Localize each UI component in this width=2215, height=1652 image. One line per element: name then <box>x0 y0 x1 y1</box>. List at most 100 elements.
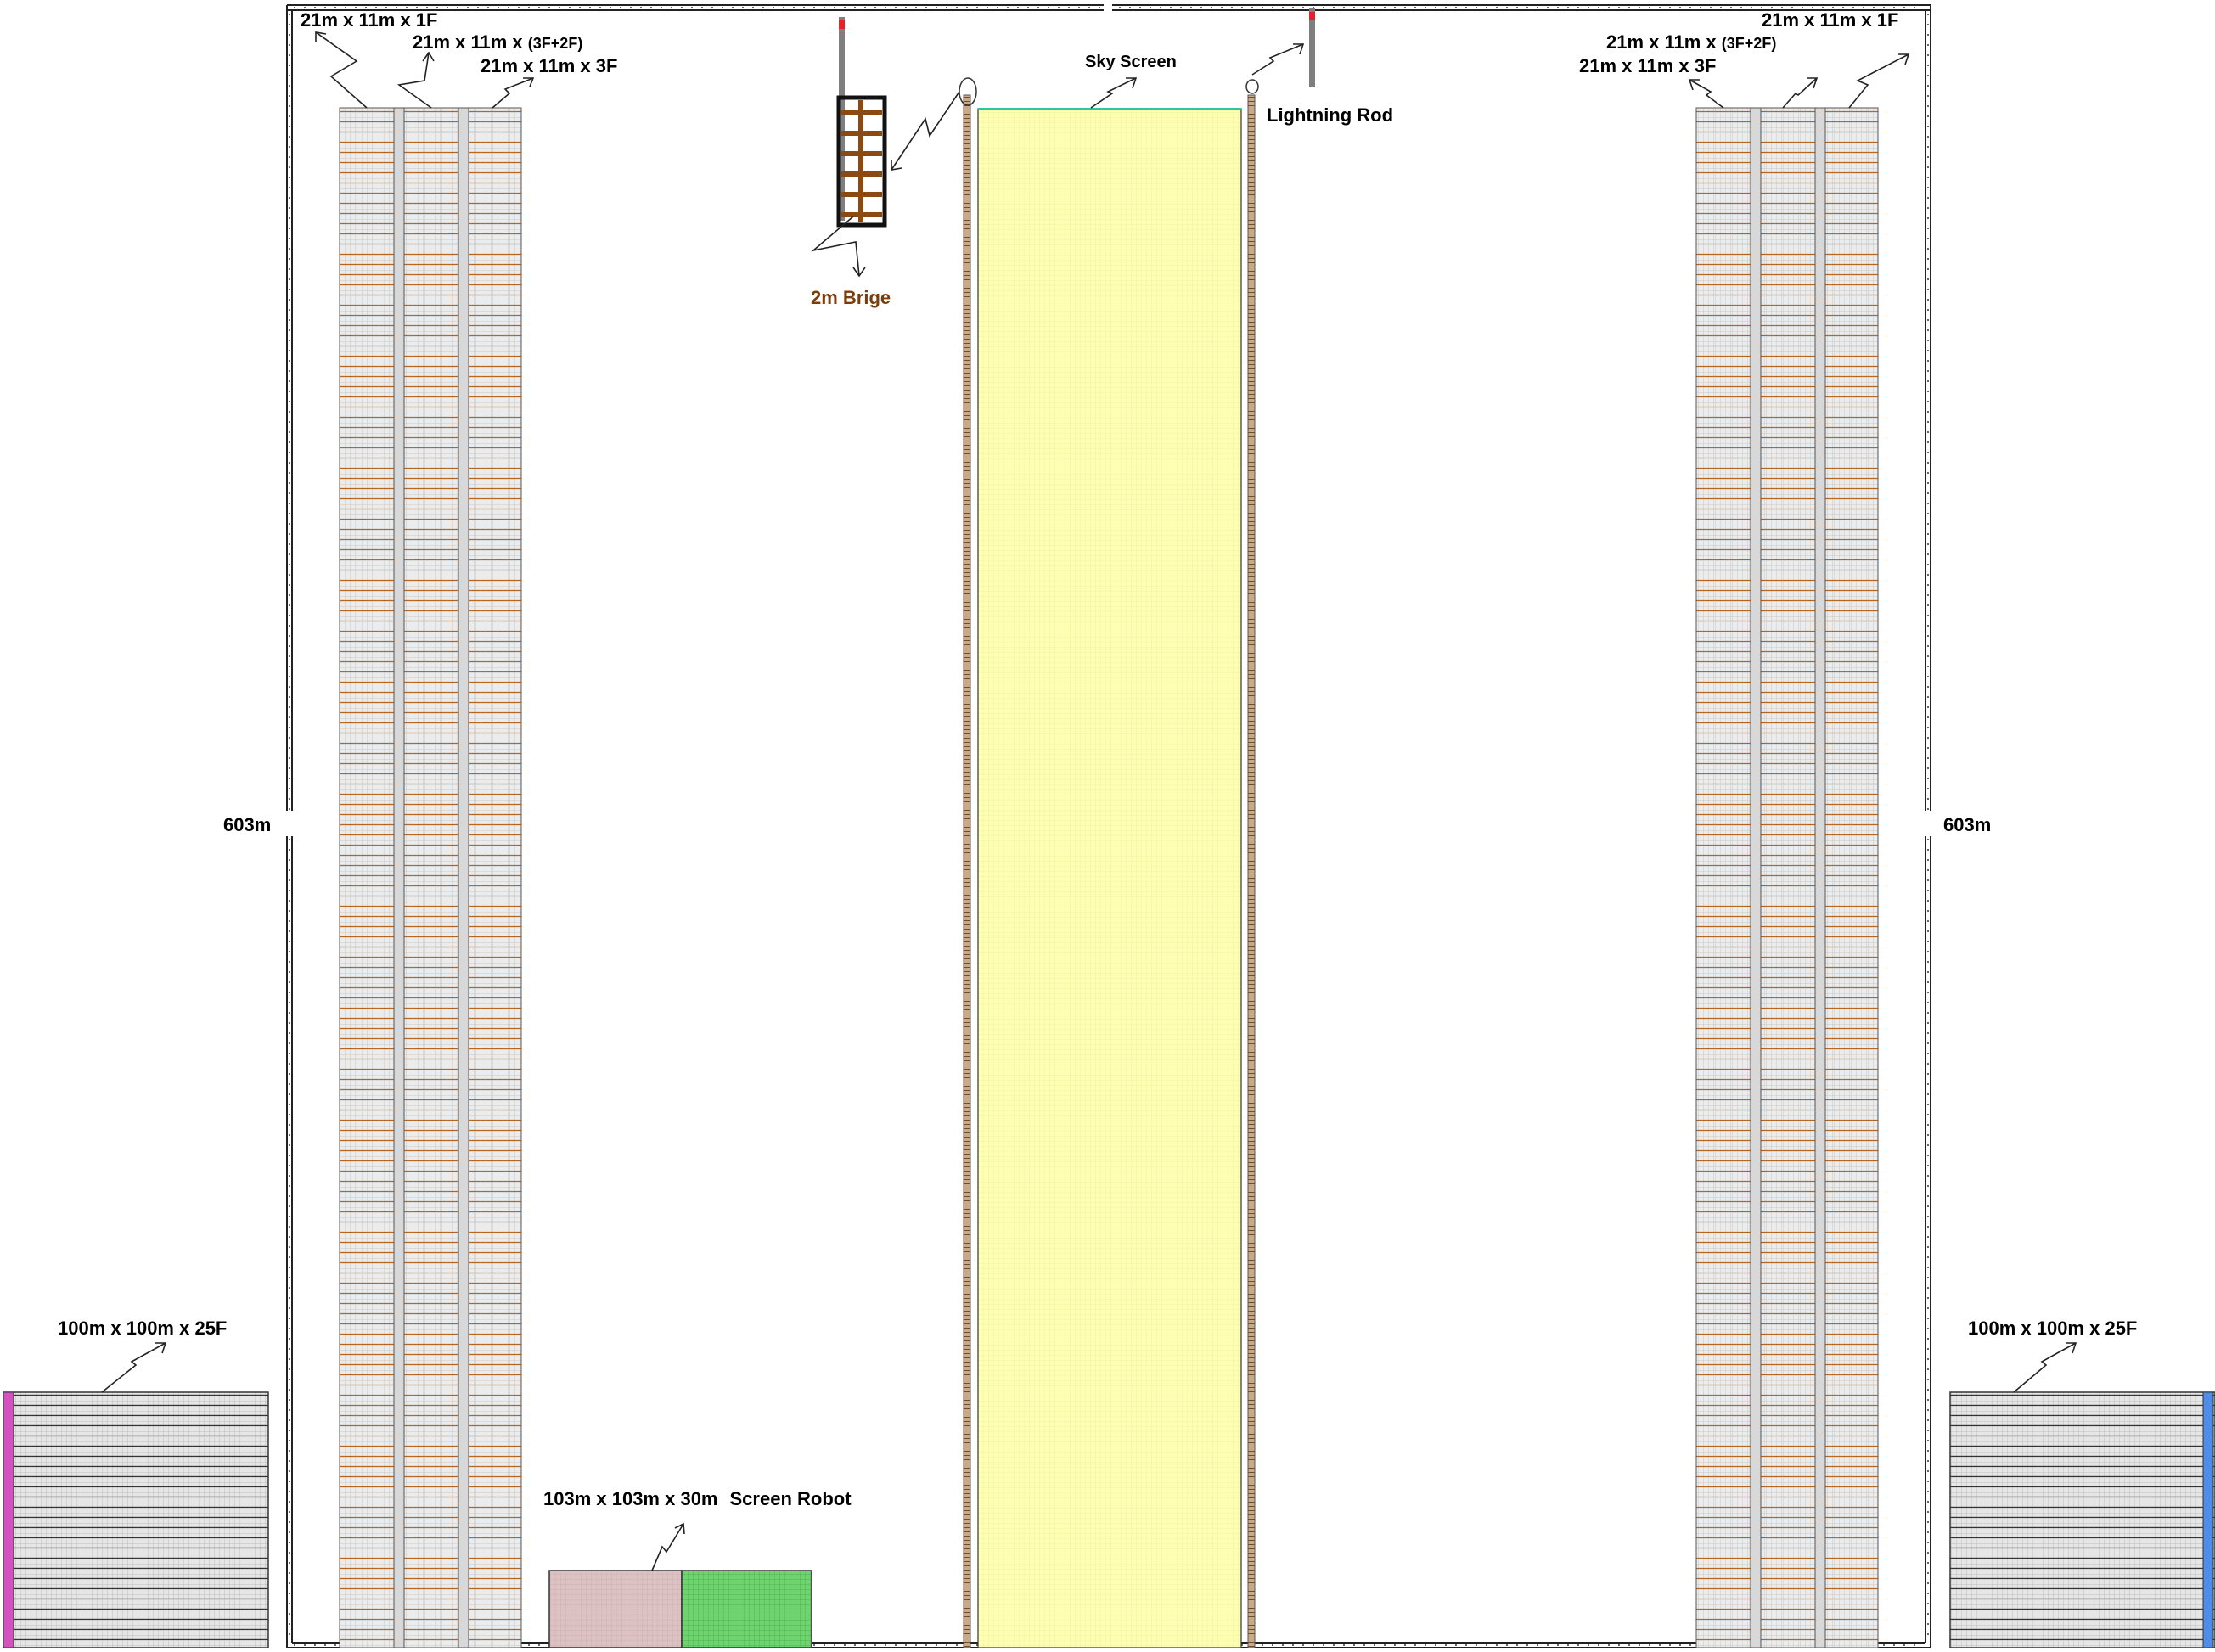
frame-dot <box>1068 7 1070 8</box>
frame-dot <box>289 258 290 260</box>
frame-dot <box>1927 981 1929 983</box>
frame-dot <box>1628 1644 1630 1646</box>
frame-dot <box>289 452 290 453</box>
frame-dot <box>732 7 734 8</box>
frame-dot <box>289 278 290 280</box>
frame-dot <box>1927 992 1929 993</box>
frame-dot <box>1822 7 1824 8</box>
frame-dot <box>289 1501 290 1503</box>
frame-dot <box>1927 564 1929 565</box>
frame-dot <box>289 1205 290 1207</box>
frame-dot <box>1927 1104 1929 1105</box>
frame-dot <box>289 757 290 759</box>
frame-dot <box>1927 1032 1929 1034</box>
frame-dot <box>289 1562 290 1564</box>
frame-dot <box>289 1042 290 1044</box>
frame-dot <box>538 1644 540 1646</box>
frame-dot <box>1445 7 1447 8</box>
frame-dot <box>289 503 290 504</box>
frame-dot <box>289 900 290 902</box>
frame-dot <box>365 7 367 8</box>
frame-dot <box>289 615 290 616</box>
frame-dot <box>289 564 290 565</box>
frame-dot <box>289 1246 290 1248</box>
frame-dot <box>289 1450 290 1452</box>
frame-dot <box>1927 625 1929 627</box>
frame-dot <box>1927 1623 1929 1625</box>
frame-dot <box>1506 7 1508 8</box>
frame-dot <box>396 7 397 8</box>
frame-dot <box>1927 1297 1929 1299</box>
frame-dot <box>1927 1267 1929 1268</box>
frame-dot <box>1486 1644 1487 1646</box>
frame-dot <box>1927 75 1929 76</box>
frame-dot <box>289 1389 290 1391</box>
frame-dot <box>1007 7 1009 8</box>
arrowhead-right-3f <box>1688 79 1700 91</box>
frame-dot <box>289 1328 290 1329</box>
frame-dot <box>1649 7 1650 8</box>
frame-dot <box>1526 1644 1528 1646</box>
frame-dot <box>289 85 290 87</box>
frame-dot <box>569 7 571 8</box>
frame-dot <box>289 228 290 229</box>
frame-dot <box>1927 584 1929 586</box>
right-block-body <box>1949 1391 2215 1649</box>
frame-dot <box>289 1053 290 1054</box>
frame-dot <box>289 1419 290 1421</box>
frame-dot <box>289 584 290 586</box>
frame-dot <box>1927 1287 1929 1289</box>
frame-dot <box>289 747 290 749</box>
frame-dot <box>289 421 290 423</box>
right-cable-anchor <box>1245 79 1259 94</box>
frame-dot <box>1927 1389 1929 1391</box>
frame-dot <box>1455 1644 1457 1646</box>
frame-dot <box>416 7 418 8</box>
frame-dot <box>1323 1644 1324 1646</box>
frame-dot <box>289 635 290 637</box>
frame-dot <box>1927 1531 1929 1533</box>
frame-dot <box>1190 7 1192 8</box>
frame-dot <box>1282 1644 1284 1646</box>
label-left-tower-3f: 21m x 11m x 3F <box>481 55 617 76</box>
frame-dot <box>294 7 295 8</box>
frame-dot <box>1927 1633 1929 1635</box>
frame-dot <box>289 961 290 963</box>
frame-dot <box>874 1644 876 1646</box>
frame-dot <box>289 34 290 36</box>
frame-dot <box>1927 115 1929 117</box>
frame-dot <box>1927 1521 1929 1523</box>
frame-dot <box>1119 7 1121 8</box>
frame-dot <box>289 207 290 209</box>
frame-dot <box>956 7 958 8</box>
frame-dot <box>1160 7 1161 8</box>
frame-dot <box>1927 1246 1929 1248</box>
frame-dot <box>355 7 357 8</box>
frame-dot <box>289 187 290 188</box>
frame-dot <box>1720 7 1722 8</box>
frame-dot <box>1343 7 1345 8</box>
frame-dot <box>1577 1644 1579 1646</box>
frame-dot <box>1927 1226 1929 1228</box>
frame-dot <box>1927 798 1929 800</box>
frame-dot <box>1927 1063 1929 1065</box>
frame-dot <box>1150 7 1151 8</box>
frame-dot <box>1927 1603 1929 1604</box>
right-tower-inner <box>1695 107 1751 1649</box>
frame-dot <box>1927 197 1929 199</box>
frame-dot <box>1927 1318 1929 1319</box>
frame-dot <box>289 716 290 718</box>
frame-dot <box>1353 7 1355 8</box>
frame-dot <box>1241 1644 1243 1646</box>
frame-dot <box>1363 1644 1365 1646</box>
frame-dot <box>1927 1195 1929 1197</box>
frame-dot <box>1343 1644 1345 1646</box>
frame-dot <box>1435 7 1436 8</box>
leader-sky-screen <box>1090 77 1137 109</box>
label-left-tower-3f2f-suffix: (3F+2F) <box>528 35 583 52</box>
frame-dot <box>477 7 479 8</box>
frame-dot <box>289 391 290 392</box>
frame-dot <box>1710 7 1712 8</box>
frame-dot <box>1927 553 1929 555</box>
